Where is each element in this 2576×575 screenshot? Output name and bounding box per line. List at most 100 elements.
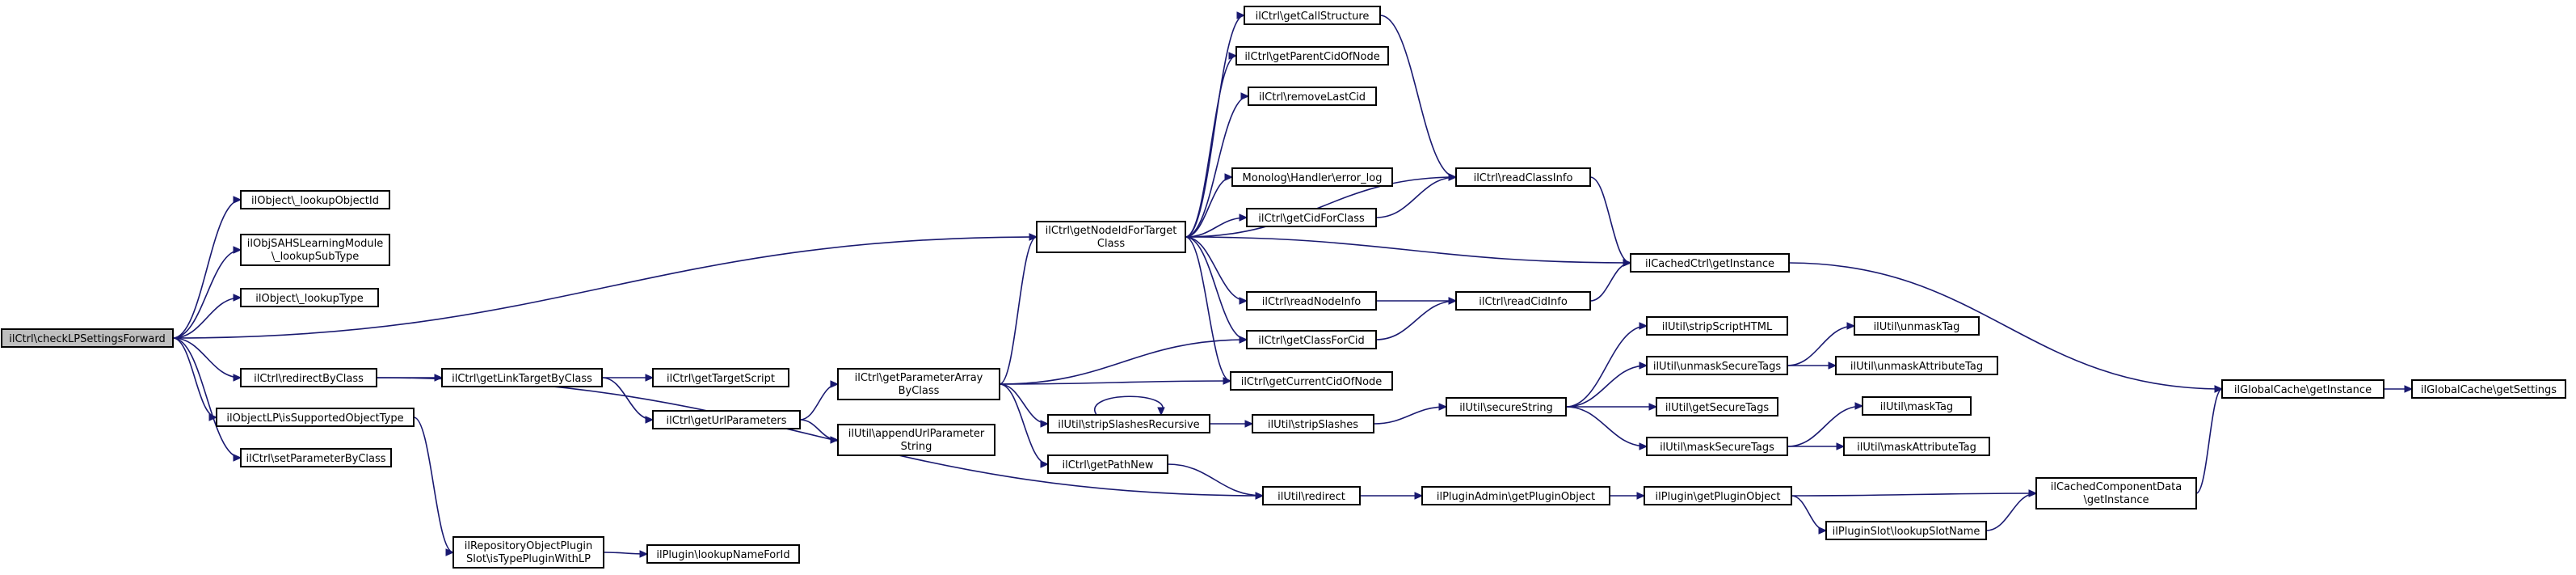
- edge-line: [1185, 236, 1631, 264]
- graph-node-n5[interactable]: ilCtrl\redirectByClass: [240, 368, 377, 387]
- edge-arrowhead: [1854, 402, 1864, 410]
- edge-arrowhead: [1239, 336, 1248, 344]
- edge-n27-n31: [1565, 406, 1648, 450]
- graph-node-n8[interactable]: ilCtrl\getCallStructure: [1244, 6, 1381, 25]
- edge-n27-n29: [1565, 361, 1648, 408]
- graph-node-n25[interactable]: ilCtrl\getPathNew: [1047, 455, 1168, 474]
- edge-n21-n23: [799, 419, 840, 444]
- graph-node-n10[interactable]: ilCtrl\removeLastCid: [1248, 87, 1377, 106]
- node-box: [1862, 396, 1972, 416]
- edge-layer: [172, 11, 2414, 558]
- edge-n31-n35: [1787, 442, 1846, 450]
- node-label: ilUtil\secureString: [1459, 402, 1552, 414]
- graph-node-n36[interactable]: ilUtil\redirect: [1262, 486, 1361, 505]
- node-label: String: [901, 441, 932, 453]
- edge-line: [999, 236, 1038, 385]
- edge-line: [413, 416, 454, 553]
- edge-line: [799, 383, 839, 421]
- graph-node-n34[interactable]: ilUtil\maskTag: [1862, 396, 1972, 416]
- edge-arrowhead: [1438, 403, 1448, 411]
- node-box: [1825, 521, 1987, 540]
- node-box: [1252, 414, 1374, 433]
- edge-arrowhead: [445, 548, 455, 556]
- node-box: [1, 328, 174, 348]
- edge-line: [376, 377, 1264, 497]
- node-label: ilPluginSlot\lookupSlotName: [1833, 526, 1980, 538]
- graph-node-n44[interactable]: ilPlugin\lookupNameForId: [646, 544, 800, 564]
- graph-node-n41[interactable]: ilGlobalCache\getInstance: [2221, 379, 2384, 399]
- node-label: ilPlugin\getPluginObject: [1656, 491, 1781, 503]
- edge-line: [1791, 493, 2037, 497]
- graph-node-n38[interactable]: ilPlugin\getPluginObject: [1644, 486, 1792, 505]
- graph-node-n42[interactable]: ilGlobalCache\getSettings: [2411, 379, 2566, 399]
- graph-node-n40[interactable]: ilCachedComponentData\getInstance: [2035, 477, 2197, 509]
- edge-arrowhead: [1414, 492, 1424, 500]
- graph-node-n26[interactable]: ilUtil\stripSlashes: [1252, 414, 1374, 433]
- edge-n4-n11: [1185, 173, 1234, 238]
- node-box: [1246, 291, 1377, 311]
- edge-n19-n21: [601, 377, 655, 424]
- graph-node-n14[interactable]: ilCachedCtrl\getInstance: [1630, 253, 1790, 273]
- node-box: [1646, 356, 1788, 375]
- graph-node-n30[interactable]: ilUtil\getSecureTags: [1656, 397, 1778, 416]
- edge-line: [1788, 262, 2223, 390]
- node-box: [1244, 6, 1381, 25]
- node-box: [1248, 87, 1377, 106]
- graph-node-n12[interactable]: ilCtrl\getCidForClass: [1246, 208, 1377, 227]
- graph-node-n19[interactable]: ilCtrl\getLinkTargetByClass: [441, 368, 603, 387]
- graph-node-n28[interactable]: ilUtil\stripScriptHTML: [1646, 316, 1788, 336]
- edge-n27-n30: [1566, 403, 1658, 411]
- graph-node-n2[interactable]: ilObjSAHSLearningModule\_lookupSubType: [240, 234, 390, 266]
- graph-node-n15[interactable]: ilCtrl\readNodeInfo: [1246, 291, 1377, 311]
- graph-node-n1[interactable]: ilObject\_lookupObjectId: [240, 190, 390, 209]
- edge-arrowhead: [1029, 233, 1038, 241]
- graph-node-n29[interactable]: ilUtil\unmaskSecureTags: [1646, 356, 1788, 375]
- graph-node-n11[interactable]: Monolog\Handler\error_log: [1231, 167, 1393, 187]
- node-label: ilCtrl\getParentCidOfNode: [1244, 51, 1379, 63]
- node-label: ilCachedComponentData: [2051, 481, 2182, 493]
- graph-node-n16[interactable]: ilCtrl\readCidInfo: [1455, 291, 1591, 311]
- edge-arrowhead: [645, 374, 655, 382]
- node-box: [1262, 486, 1361, 505]
- node-label: ilCtrl\readCidInfo: [1479, 296, 1568, 308]
- graph-node-n27[interactable]: ilUtil\secureString: [1446, 397, 1567, 416]
- edge-line: [999, 380, 1231, 385]
- edge-line: [1985, 493, 2037, 531]
- graph-node-n21[interactable]: ilCtrl\getUrlParameters: [652, 410, 801, 429]
- graph-node-n39[interactable]: ilPluginSlot\lookupSlotName: [1825, 521, 1987, 540]
- edge-n37-n38: [1610, 492, 1646, 500]
- graph-node-n32[interactable]: ilUtil\unmaskTag: [1854, 316, 1980, 336]
- graph-node-n37[interactable]: ilPluginAdmin\getPluginObject: [1421, 486, 1610, 505]
- node-label: ilCtrl\getUrlParameters: [667, 415, 787, 427]
- graph-node-n17[interactable]: ilCtrl\getClassForCid: [1246, 330, 1377, 349]
- edge-n0-n5: [172, 337, 242, 382]
- edge-n19-n20: [601, 374, 655, 382]
- graph-node-n6[interactable]: ilObjectLP\isSupportedObjectType: [216, 408, 415, 427]
- graph-node-n24[interactable]: ilUtil\stripSlashesRecursive: [1047, 414, 1210, 433]
- graph-node-n18[interactable]: ilCtrl\getCurrentCidOfNode: [1230, 371, 1393, 391]
- edge-line: [172, 199, 242, 339]
- edge-arrowhead: [1240, 92, 1250, 100]
- graph-node-n35[interactable]: ilUtil\maskAttributeTag: [1843, 437, 1990, 456]
- graph-node-n9[interactable]: ilCtrl\getParentCidOfNode: [1235, 46, 1389, 66]
- edge-line: [1185, 95, 1249, 238]
- edge-arrowhead: [645, 416, 655, 424]
- node-box: [1235, 46, 1389, 66]
- graph-node-n31[interactable]: ilUtil\maskSecureTags: [1646, 437, 1788, 456]
- edge-arrowhead: [1157, 407, 1165, 416]
- node-label: ilUtil\stripSlashesRecursive: [1058, 419, 1199, 431]
- node-box: [1835, 356, 1998, 375]
- graph-node-n33[interactable]: ilUtil\unmaskAttributeTag: [1835, 356, 1998, 375]
- graph-node-n13[interactable]: ilCtrl\readClassInfo: [1455, 167, 1591, 187]
- graph-node-n7[interactable]: ilCtrl\setParameterByClass: [240, 448, 392, 467]
- edge-line: [172, 337, 242, 378]
- graph-node-n0[interactable]: ilCtrl\checkLPSettingsForward: [1, 328, 174, 348]
- graph-node-n3[interactable]: ilObject\_lookupType: [240, 288, 379, 307]
- edge-n4-n14: [1185, 236, 1632, 267]
- graph-node-n43[interactable]: ilRepositoryObjectPluginSlot\isTypePlugi…: [452, 536, 604, 569]
- graph-node-n20[interactable]: ilCtrl\getTargetScript: [652, 368, 789, 387]
- node-label: ilCtrl\getCidForClass: [1258, 213, 1365, 225]
